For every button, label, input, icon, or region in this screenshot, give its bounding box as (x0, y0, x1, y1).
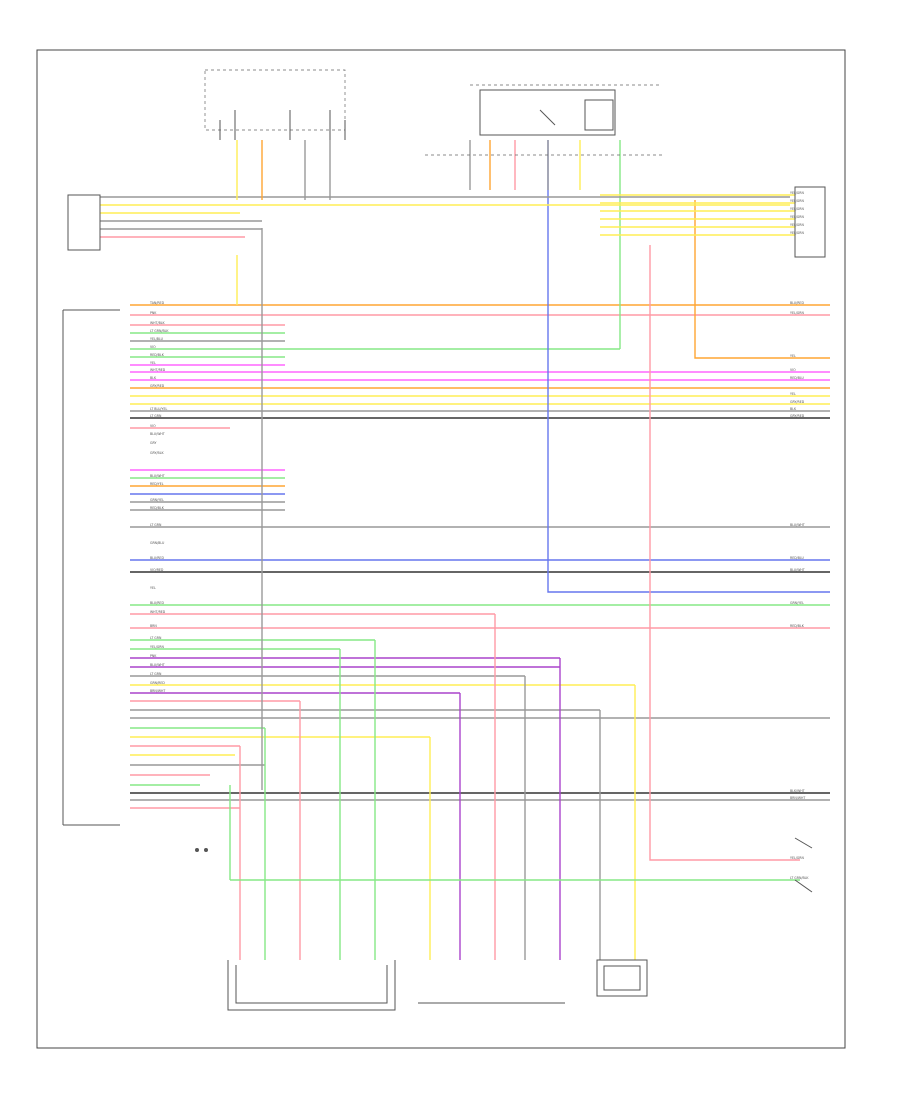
unit-wire-label: BLK (150, 376, 157, 380)
right-wire-label: RED/BLK (790, 624, 805, 628)
right-wire-label: YEL/GRN (790, 199, 804, 203)
right-wire-label: YEL (790, 392, 796, 396)
evap-temp-sensor (596, 959, 648, 997)
right-wire-label: RED/BLU (790, 376, 805, 380)
ac-control-unit (62, 309, 120, 826)
wire-orange-right (694, 200, 830, 359)
unit-wire-label: LT GRN (150, 672, 162, 676)
unit-wire-label: VIO (150, 424, 156, 428)
right-junction-box (794, 186, 826, 258)
right-wire-label: BLU/WHT (790, 523, 805, 527)
right-wire-label: BLU/WHT (790, 568, 805, 572)
unit-wire-label: GRY (150, 441, 156, 445)
unit-wire-label: LT GRN (150, 523, 162, 527)
blower-motor-left (227, 960, 396, 1011)
right-wire-label: BLK/WHT (790, 789, 805, 793)
right-wire-label: YEL/GRN (790, 223, 804, 227)
right-wire-label: BLK (790, 407, 797, 411)
right-wire-label: YEL/GRN (790, 856, 804, 860)
diagram-frame (36, 49, 846, 1049)
right-wire-label: GRY/RED (790, 400, 805, 404)
unit-wire-label: GRN/YEL (150, 498, 164, 502)
unit-wire-label: VIO (150, 345, 156, 349)
right-wire-label: LT GRN/BLK (790, 876, 809, 880)
unit-wire-label: YEL (150, 361, 156, 365)
unit-wire-label: BLU/RED (150, 601, 164, 605)
wire-blue-relay (547, 140, 830, 593)
unit-wire-label: RED/BLK (150, 353, 165, 357)
right-wire-label: BRN/WHT (790, 796, 805, 800)
hot-at-all-times-fuse-block (204, 69, 346, 140)
right-wire-label: BLU/RED (790, 301, 804, 305)
right-wire-label: YEL/GRN (790, 191, 804, 195)
unit-wire-label: BRN/WHT (150, 689, 165, 693)
unit-wire-label: RED/YEL (150, 482, 164, 486)
blower-relay-box (425, 84, 665, 156)
unit-wire-label: YEL (150, 586, 156, 590)
right-wire-label: VIO (790, 368, 796, 372)
unit-wire-label: BLU/WHT (150, 432, 165, 436)
unit-wire-label: PNK (150, 654, 157, 658)
unit-pin-labels: TAN/RED PNK WHT/BLK LT GRN/BLK YEL/BLU VIO RED… (149, 301, 169, 693)
unit-wire-label: YEL/GRN (150, 645, 164, 649)
unit-wire-label: LT BLU/YEL (150, 407, 167, 411)
unit-wire-label: BRN (150, 624, 157, 628)
right-wire-label: RED/BLU (790, 556, 805, 560)
right-wire-label: YEL (790, 354, 796, 358)
right-wire-label: YEL/GRN (790, 215, 804, 219)
unit-wire-label: PNK (150, 311, 157, 315)
unit-wire-label: VIO/RED (150, 568, 164, 572)
intake-door-motor (195, 848, 208, 852)
right-wire-label: YEL/GRN (790, 207, 804, 211)
unit-wire-label: LT GRN (150, 414, 162, 418)
wire-group (100, 140, 830, 960)
right-wire-label: GRY/RED (790, 414, 805, 418)
right-wire-label: YEL/GRN (790, 231, 804, 235)
unit-wire-label: GRN/RED (150, 681, 165, 685)
right-wire-label: YEL/GRN (790, 311, 804, 315)
unit-wire-label: WHT/BLK (150, 321, 166, 325)
right-wire-labels: YEL/GRN YEL/GRN YEL/GRN YEL/GRN YEL/GRN YEL/G… (790, 191, 809, 880)
unit-wire-label: GRY/RED (150, 384, 165, 388)
unit-wire-label: RED/BLK (150, 506, 165, 510)
unit-wire-label: BLU/WHT (150, 663, 165, 667)
unit-wire-label: BLU/WHT (150, 474, 165, 478)
unit-wire-label: LT GRN/BLK (150, 329, 169, 333)
unit-wire-label: BLU/RED (150, 556, 164, 560)
unit-wire-label: YEL/BLU (150, 337, 164, 341)
unit-wire-label: TAN/RED (149, 301, 165, 305)
unit-wire-label: GRY/BLK (150, 451, 164, 455)
pressure-switch (794, 837, 813, 893)
wire-pink-pressure (649, 245, 800, 861)
unit-wire-label: WHT/RED (150, 368, 166, 372)
unit-wire-label: LT GRN (150, 636, 162, 640)
right-wire-label: GRN/YEL (790, 601, 804, 605)
unit-wire-label: WHT/RED (150, 610, 166, 614)
left-junction-box (67, 194, 101, 251)
unit-wire-label: GRN/BLU (150, 541, 165, 545)
